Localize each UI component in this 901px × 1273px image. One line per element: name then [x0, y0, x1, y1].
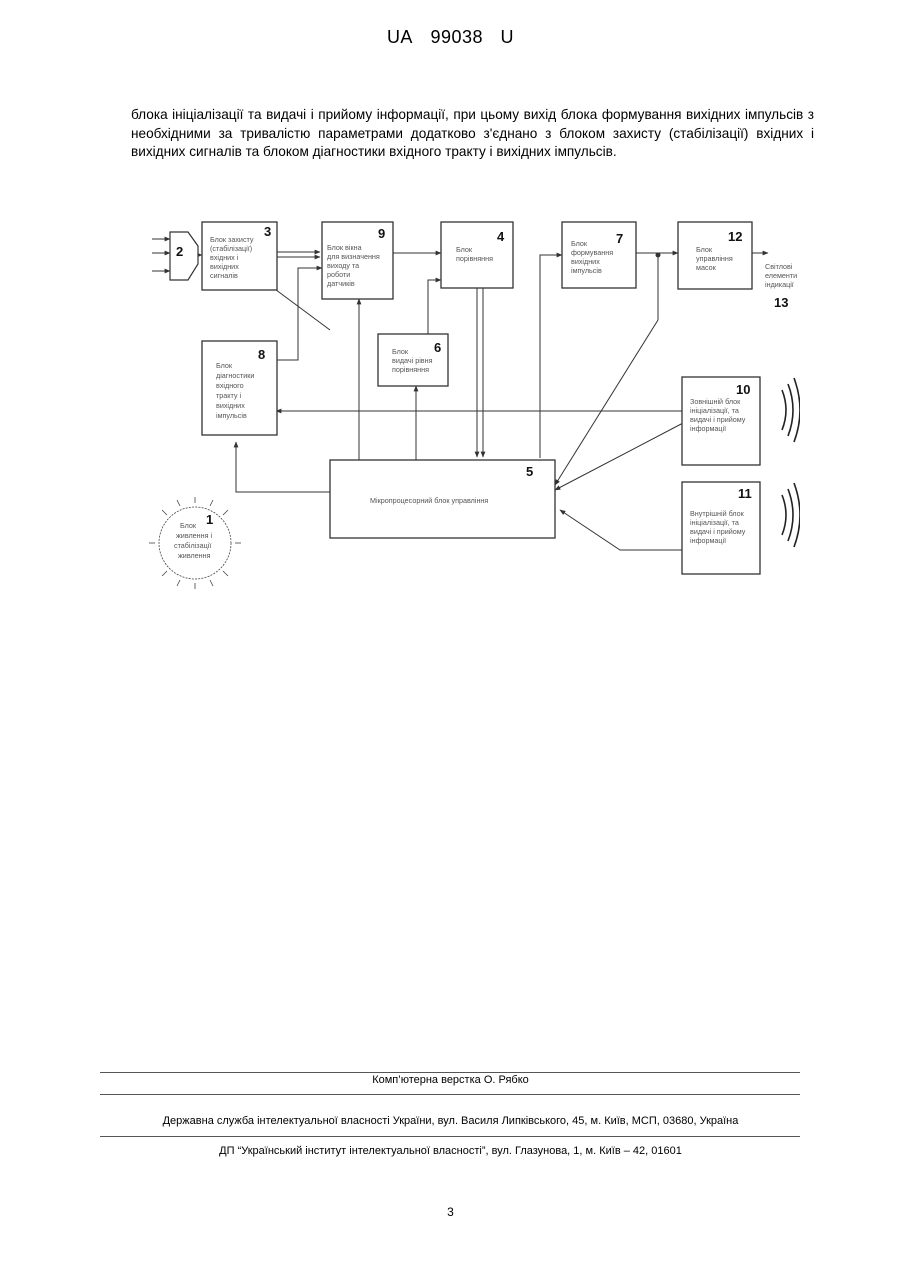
block-8-label: Блок — [216, 361, 233, 370]
block-8-number: 8 — [258, 347, 265, 362]
block-6-label: Блок — [392, 347, 409, 356]
block-10-label: ініціалізації, та — [690, 406, 739, 415]
footer-divider — [100, 1072, 800, 1073]
block-1-label: стабілізації — [174, 541, 211, 550]
block-4-label: Блок — [456, 245, 473, 254]
block-3-number: 3 — [264, 224, 271, 239]
block-7-label: формування — [571, 248, 613, 257]
block-9-label: виходу та — [327, 261, 359, 270]
output-number: 13 — [774, 295, 788, 310]
block-12-label: масок — [696, 263, 717, 272]
block-1-number: 1 — [206, 512, 213, 527]
block-7-label: вихідних — [571, 257, 600, 266]
body-paragraph: блока ініціалізації та видачі і прийому … — [131, 106, 814, 162]
block-10-label: видачі і прийому — [690, 415, 746, 424]
page-number: 3 — [0, 1205, 901, 1219]
block-10-label: інформації — [690, 424, 726, 433]
block-diagram: 3 9 4 7 12 2 8 6 5 10 11 1 13 Блок захис… — [140, 210, 800, 610]
block-5-label: Мікропроцесорний блок управління — [370, 496, 488, 505]
block-9-number: 9 — [378, 226, 385, 241]
patent-office-code: UA — [387, 27, 413, 47]
block-1-label: живлення і — [176, 531, 212, 540]
footer-service-address: Державна служба інтелектуальної власност… — [0, 1115, 901, 1127]
block-3-label: (стабілізації) — [210, 244, 252, 253]
block-10-label: Зовнішній блок — [690, 397, 741, 406]
block-3-label: сигналів — [210, 271, 238, 280]
footer-divider — [100, 1094, 800, 1095]
block-3-label: Блок захисту — [210, 235, 254, 244]
block-12-number: 12 — [728, 229, 742, 244]
block-11-number: 11 — [738, 486, 752, 501]
block-1-label: Блок — [180, 521, 197, 530]
output-label: елементи — [765, 271, 797, 280]
block-5-number: 5 — [526, 464, 533, 479]
block-7-label: імпульсів — [571, 266, 602, 275]
block-7-label: Блок — [571, 239, 588, 248]
output-label: Світлові — [765, 262, 793, 271]
block-8-label: тракту і — [216, 391, 241, 400]
block-11-label: інформації — [690, 536, 726, 545]
block-12-label: Блок — [696, 245, 713, 254]
output-label: індикації — [765, 280, 794, 289]
block-7-number: 7 — [616, 231, 623, 246]
block-1-label: живлення — [178, 551, 211, 560]
block-6-label: видачі рівня — [392, 356, 433, 365]
patent-number: 99038 — [430, 27, 483, 47]
block-2-number: 2 — [176, 244, 183, 259]
block-8-label: імпульсів — [216, 411, 247, 420]
block-8-label: вихідних — [216, 401, 245, 410]
block-3-label: вхідних і — [210, 253, 239, 262]
block-11-label: видачі і прийому — [690, 527, 746, 536]
footer-divider — [100, 1136, 800, 1137]
block-3-label: вихідних — [210, 262, 239, 271]
block-11-label: Внутрішній блок — [690, 509, 745, 518]
block-8-label: вхідного — [216, 381, 244, 390]
block-6-number: 6 — [434, 340, 441, 355]
page-header: UA 99038 U — [0, 27, 901, 48]
footer-institute-address: ДП “Український інститут інтелектуальної… — [0, 1145, 901, 1157]
block-4-number: 4 — [497, 229, 505, 244]
block-4-label: порівняння — [456, 254, 493, 263]
block-10-number: 10 — [736, 382, 750, 397]
block-9-label: для визначення — [327, 252, 380, 261]
footer-layout-credit: Комп’ютерна верстка О. Рябко — [0, 1074, 901, 1086]
block-6-label: порівняння — [392, 365, 429, 374]
block-9-label: Блок вікна — [327, 243, 362, 252]
patent-kind: U — [501, 27, 515, 47]
block-9-label: датчиків — [327, 279, 355, 288]
block-11-label: ініціалізації, та — [690, 518, 739, 527]
block-12-label: управління — [696, 254, 733, 263]
block-8-label: діагностики — [216, 371, 254, 380]
block-9-label: роботи — [327, 270, 350, 279]
